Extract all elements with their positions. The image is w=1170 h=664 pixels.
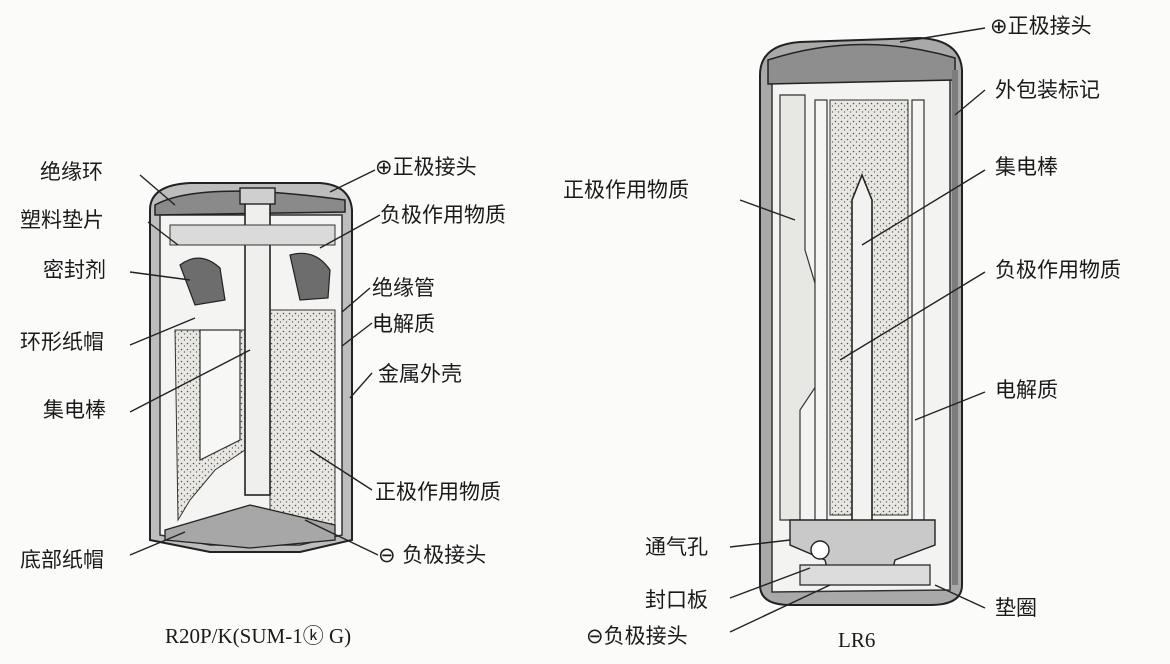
right-battery-drawing [759,36,963,606]
label-sealant: 密封剂 [43,258,106,282]
label-metal-shell: 金属外壳 [378,362,462,386]
label-insulating-ring: 绝缘环 [40,160,103,184]
label-negative-material-left: 负极作用物质 [380,203,506,227]
caption-left-battery: R20P/K(SUM-1ⓚ G) [165,624,352,648]
label-positive-material-right: 正极作用物质 [563,178,689,202]
label-collector-rod-right: 集电棒 [995,155,1058,179]
label-bottom-paper-cap: 底部纸帽 [20,548,104,572]
label-electrolyte-right: 电解质 [995,378,1058,402]
label-electrolyte-left: 电解质 [372,312,435,336]
label-ring-paper-cap: 环形纸帽 [20,330,104,354]
left-battery-drawing [149,182,353,553]
label-negative-material-right: 负极作用物质 [995,258,1121,282]
label-positive-terminal-right: ⊕正极接头 [990,14,1092,38]
label-gasket: 垫圈 [995,596,1037,620]
label-sealing-plate: 封口板 [645,588,708,612]
label-plastic-gasket: 塑料垫片 [20,208,104,232]
label-negative-terminal-left: ⊖ 负极接头 [378,543,487,567]
label-positive-material-left: 正极作用物质 [375,480,501,504]
label-negative-terminal-right: ⊖负极接头 [586,624,688,648]
label-positive-terminal-left: ⊕正极接头 [375,155,477,179]
right-battery-leaders [729,27,986,633]
caption-right-battery: LR6 [838,628,876,652]
label-packaging-mark: 外包装标记 [995,78,1100,102]
label-vent-hole: 通气孔 [645,535,708,559]
label-insulating-tube: 绝缘管 [372,276,435,300]
left-battery-leaders [129,169,381,556]
label-collector-rod-left: 集电棒 [43,398,106,422]
